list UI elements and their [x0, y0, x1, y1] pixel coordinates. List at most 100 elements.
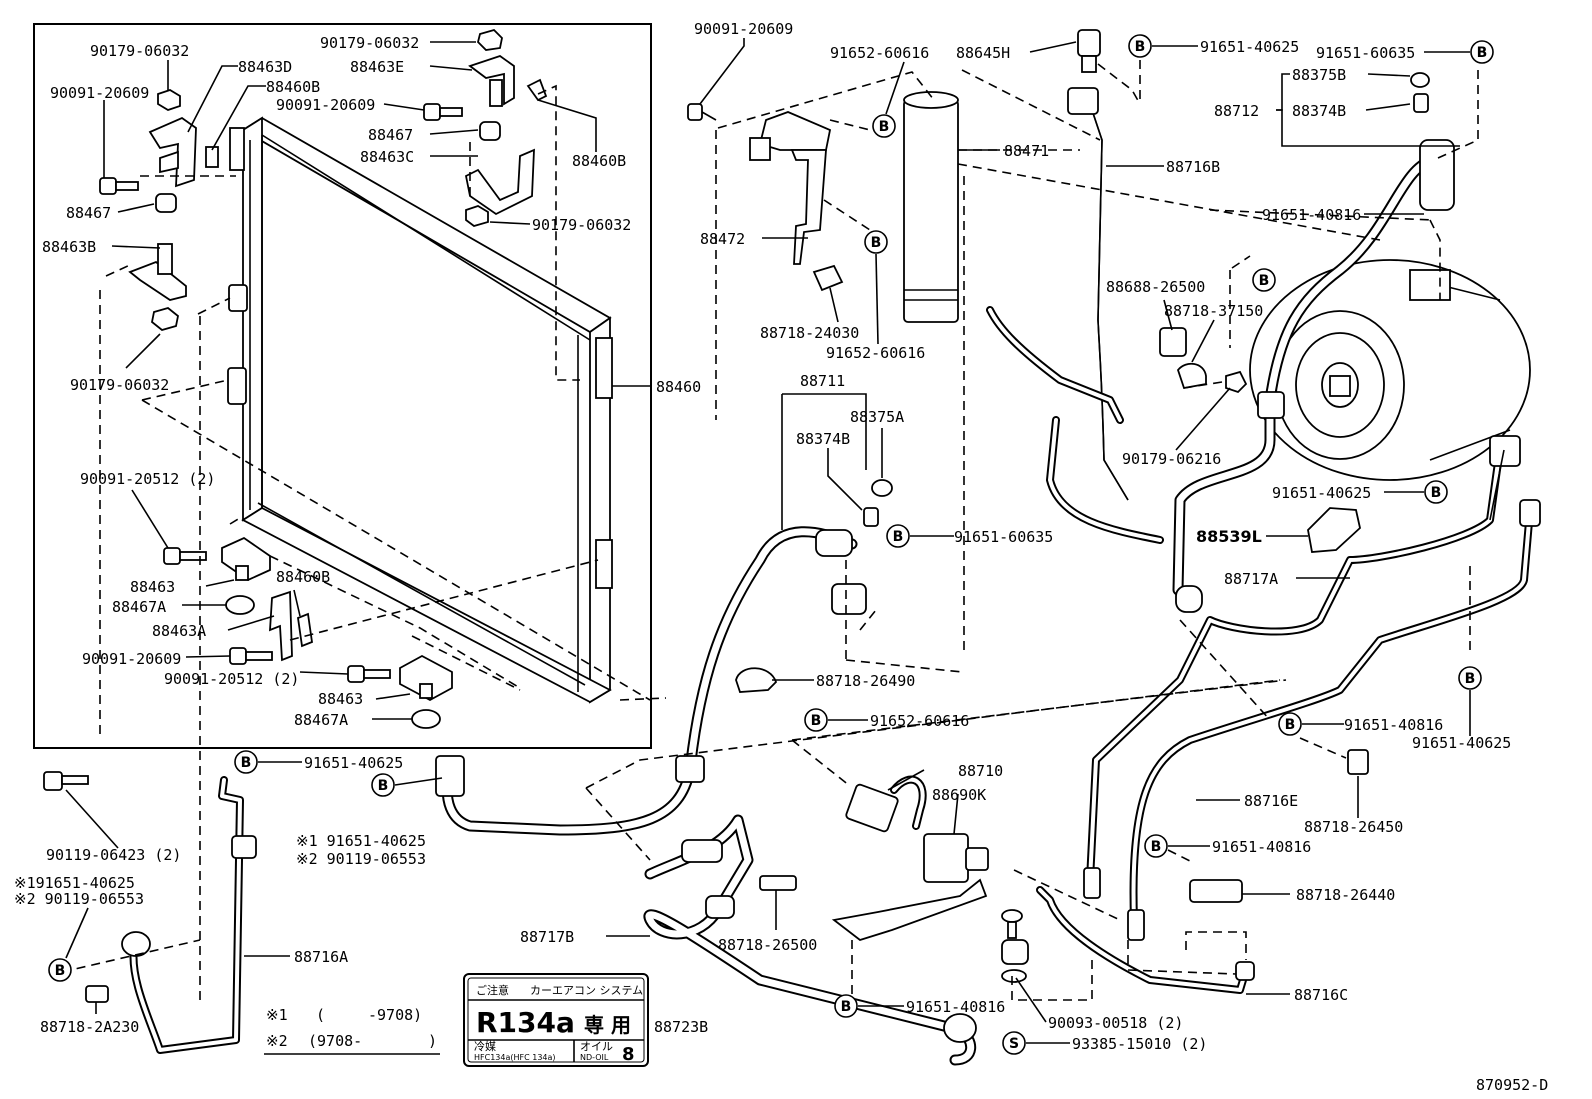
bracket-88463-lower-b	[399, 654, 453, 702]
condenser-leaders	[103, 41, 652, 720]
clamp-88718-2a230	[85, 985, 109, 1003]
label-90179-06032-b: 90179-06032	[70, 376, 169, 394]
label-r134a: R134a	[476, 1006, 575, 1039]
label-88723b: 88723B	[654, 1018, 708, 1036]
label-88710: 88710	[958, 762, 1003, 780]
bracket-88460b-lower	[297, 612, 313, 648]
label-left-note2: ※2 90119-06553	[14, 890, 144, 908]
label-88460b-a: 88460B	[266, 78, 320, 96]
bolt-90091-20609-top	[423, 103, 463, 121]
pipe-88716b	[1067, 87, 1129, 501]
mark-b-11: B	[234, 750, 258, 774]
label-90091-20609-c: 90091-20609	[82, 650, 181, 668]
o-ring-88375a	[871, 479, 893, 497]
label-88463b: 88463B	[42, 238, 96, 256]
svg-text:B: B	[1135, 39, 1146, 55]
label-90091-20609-d: 90091-20609	[694, 20, 793, 38]
bolt-90091-20512-a	[163, 547, 207, 565]
legend-line2-mark: ※2	[266, 1032, 288, 1050]
solenoid-88710	[845, 775, 927, 833]
svg-text:S: S	[1009, 1036, 1019, 1052]
clamp-88718-26450	[1347, 749, 1369, 775]
label-88718-24030: 88718-24030	[760, 324, 859, 342]
bracket-88463c	[464, 148, 535, 216]
label-88718-2a230: 88718-2A230	[40, 1018, 139, 1036]
label-91651-40625-a: 91651-40625	[1200, 38, 1299, 56]
label-88718-26490: 88718-26490	[816, 672, 915, 690]
label-91651-60635-a: 91651-60635	[1316, 44, 1415, 62]
label-88463e: 88463E	[350, 58, 404, 76]
svg-text:B: B	[55, 963, 66, 979]
mark-b-4: B	[864, 230, 888, 254]
label-91651-40625-c: 91651-40625	[1412, 734, 1511, 752]
label-90179-06032-a: 90179-06032	[90, 42, 189, 60]
mark-b-12: B	[371, 773, 395, 797]
label-88460b-c: 88460B	[276, 568, 330, 586]
label-88717b: 88717B	[520, 928, 574, 946]
label-88471: 88471	[1004, 142, 1049, 160]
label-88712: 88712	[1214, 102, 1259, 120]
mark-b-10: B	[1278, 712, 1302, 736]
label-88711: 88711	[800, 372, 845, 390]
label-88463a: 88463A	[152, 622, 206, 640]
mark-b-8: B	[1458, 666, 1482, 690]
pipe-88716a	[121, 776, 257, 1054]
label-90091-20512-a: 90091-20512 (2)	[80, 470, 215, 488]
diagram-id: 870952-D	[1476, 1076, 1548, 1094]
washer-93385-15010	[1001, 969, 1027, 983]
svg-text:B: B	[378, 778, 389, 794]
label-note1-91651-40625: ※1 91651-40625	[296, 832, 426, 850]
label-88463-a: 88463	[130, 578, 175, 596]
mark-b-6: B	[1424, 480, 1448, 504]
label-88718-37150: 88718-37150	[1164, 302, 1263, 320]
svg-text:B: B	[871, 235, 882, 251]
label-91651-40625-b: 91651-40625	[1272, 484, 1371, 502]
bracket-88472	[749, 111, 832, 265]
svg-text:B: B	[1259, 273, 1270, 289]
label-88374b-b: 88374B	[796, 430, 850, 448]
mark-b-1: B	[1128, 34, 1152, 58]
clamp-88688-26500	[1159, 327, 1187, 357]
svg-text:B: B	[1285, 717, 1296, 733]
condenser-core	[241, 116, 612, 704]
legend-line1-open: (	[316, 1006, 325, 1024]
label-88460b-b: 88460B	[572, 152, 626, 170]
bolt-90091-20609-left	[99, 177, 139, 195]
label-coolant-detail: HFC134a(HFC 134a)	[474, 1053, 556, 1062]
pressure-switch-88645h	[1077, 29, 1101, 73]
label-91651-40816-a: 91651-40816	[1262, 206, 1361, 224]
nut-90179-06032-top	[157, 89, 181, 111]
bracket-88463-lower-a	[221, 536, 271, 582]
label-93385-15010: 93385-15010 (2)	[1072, 1035, 1207, 1053]
nut-90179-06032-right	[465, 205, 489, 227]
mark-b-7: B	[886, 524, 910, 548]
label-88463-b: 88463	[318, 690, 363, 708]
o-ring-88375b	[1410, 72, 1430, 88]
clamp-88718-26440	[1189, 879, 1243, 903]
bracket-88690k	[831, 833, 989, 941]
valve-88374b-mid	[863, 507, 879, 527]
label-88690k: 88690K	[932, 786, 986, 804]
mark-b-3: B	[872, 114, 896, 138]
clamp-88718-24030	[812, 264, 844, 292]
label-88688-26500: 88688-26500	[1106, 278, 1205, 296]
main-leaders	[65, 38, 1505, 1044]
label-88718-26450: 88718-26450	[1304, 818, 1403, 836]
label-91651-60635-b: 91651-60635	[954, 528, 1053, 546]
label-oil-number: 8	[622, 1044, 635, 1065]
label-90091-20512-b: 90091-20512 (2)	[164, 670, 299, 688]
label-90179-06216: 90179-06216	[1122, 450, 1221, 468]
nut-90179-06216	[1225, 370, 1248, 394]
legend-line1-mark: ※1	[266, 1006, 288, 1024]
production-date-legend: ※1 ( -9708) ※2 (9708- )	[264, 1006, 440, 1055]
label-oil: オイル	[580, 1040, 613, 1053]
label-88716b: 88716B	[1166, 158, 1220, 176]
legend-line2-value: (9708-	[308, 1032, 362, 1050]
pipe-88716d	[986, 306, 1164, 544]
label-91651-40816-b: 91651-40816	[1344, 716, 1443, 734]
pipe-88712-suction	[1172, 139, 1455, 613]
svg-text:B: B	[1477, 45, 1488, 61]
mark-b-14: B	[48, 958, 72, 982]
bracket-88463e	[468, 55, 515, 107]
label-91651-40625-d: 91651-40625	[304, 754, 403, 772]
